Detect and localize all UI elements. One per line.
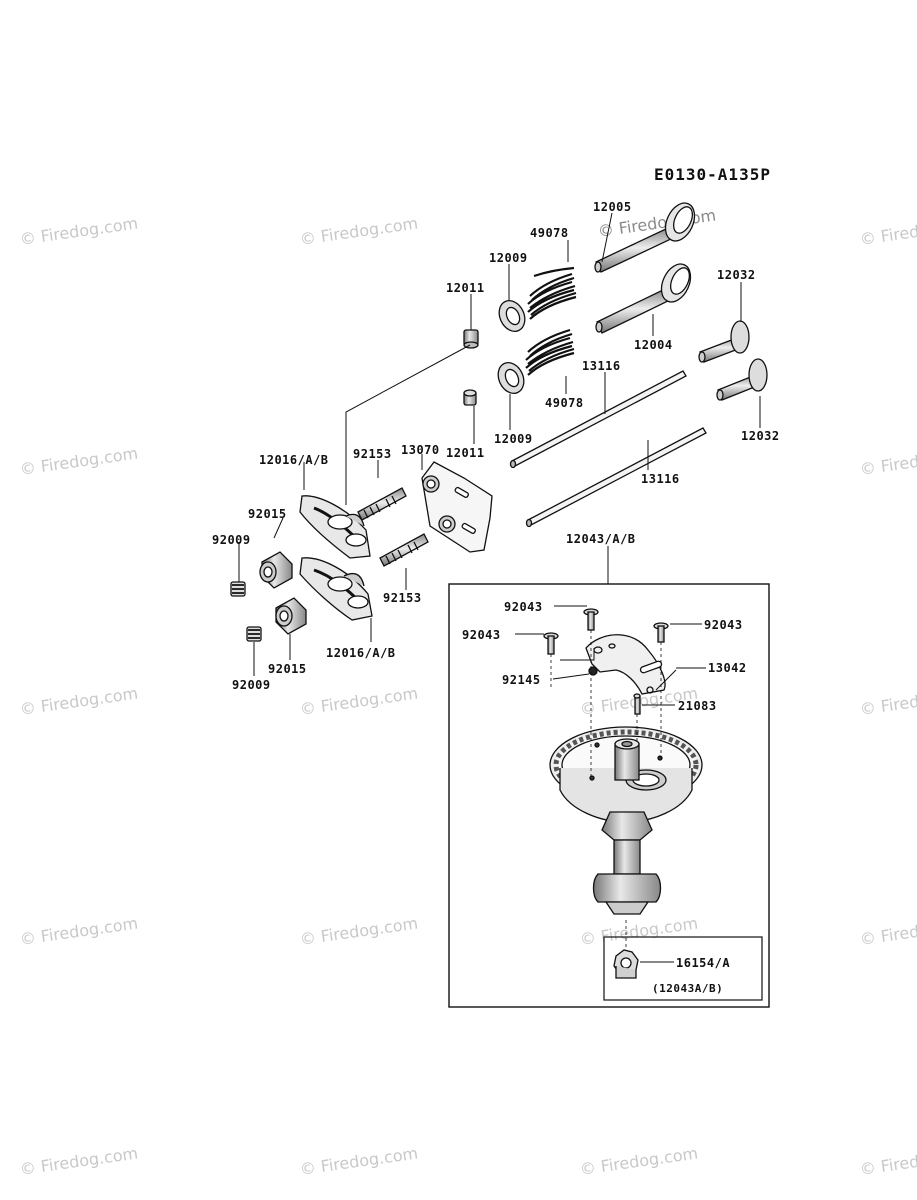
applicability-note: (12043A/B)	[652, 982, 724, 995]
part-label-92043: 92043	[704, 618, 743, 632]
exhaust-valve-12004	[595, 263, 692, 334]
part-label-13116: 13116	[641, 472, 680, 486]
part-label-21083: 21083	[678, 699, 717, 713]
part-label-92145: 92145	[502, 673, 541, 687]
governor-shaft	[592, 811, 662, 915]
set-screw-upper	[230, 581, 246, 597]
part-label-92153: 92153	[353, 447, 392, 461]
part-label-12016: 12016/A/B	[259, 453, 329, 467]
part-label-12011: 12011	[446, 281, 485, 295]
pin-21083	[633, 693, 641, 715]
governor-gear	[549, 726, 703, 823]
spring-retainer-upper	[498, 299, 526, 333]
part-label-49078: 49078	[530, 226, 569, 240]
valve-spring-lower	[525, 328, 575, 376]
bolt-92043-top	[583, 608, 599, 631]
gear-16154	[613, 949, 674, 979]
part-label-13042: 13042	[708, 661, 747, 675]
part-label-12009: 12009	[489, 251, 528, 265]
part-label-12032: 12032	[741, 429, 780, 443]
push-rod-upper	[509, 370, 687, 469]
part-label-12032: 12032	[717, 268, 756, 282]
part-label-16154: 16154/A	[676, 956, 731, 970]
valve-cap-lower	[463, 389, 477, 406]
stud-92153-upper	[357, 487, 407, 521]
alignment-guides	[550, 630, 662, 960]
rocker-arm-upper	[299, 495, 371, 559]
set-screw-lower	[246, 626, 262, 642]
part-label-92153: 92153	[383, 591, 422, 605]
part-label-12005: 12005	[593, 200, 632, 214]
part-label-12009: 12009	[494, 432, 533, 446]
part-label-12043: 12043/A/B	[566, 532, 636, 546]
clip-92145	[588, 666, 598, 676]
governor-plate-13042	[585, 634, 666, 695]
part-label-13070: 13070	[401, 443, 440, 457]
bolt-92043-left	[543, 632, 559, 655]
part-label-12011: 12011	[446, 446, 485, 460]
rocker-arm-lower	[299, 557, 373, 621]
governor-assembly-frame	[448, 546, 770, 1008]
bolt-92043-right	[653, 622, 669, 643]
tappet-lower	[716, 358, 768, 401]
tappet-upper	[698, 320, 750, 363]
part-label-92043: 92043	[504, 600, 543, 614]
leader-lines	[238, 212, 761, 676]
push-rod-lower	[525, 427, 707, 528]
spring-retainer-lower	[497, 361, 525, 395]
part-label-92009: 92009	[232, 678, 271, 692]
part-label-13116: 13116	[582, 359, 621, 373]
part-label-92015: 92015	[248, 507, 287, 521]
pivot-92015-upper	[259, 551, 293, 589]
guide-plate-13070	[421, 461, 493, 553]
part-label-92015: 92015	[268, 662, 307, 676]
diagram-code: E0130-A135P	[654, 165, 771, 184]
pivot-92015-lower	[275, 597, 307, 635]
part-label-12004: 12004	[634, 338, 673, 352]
intake-valve-12005	[594, 202, 696, 273]
part-label-92009: 92009	[212, 533, 251, 547]
stud-92153-lower	[379, 533, 429, 567]
valve-cap-upper	[463, 329, 479, 349]
part-label-49078: 49078	[545, 396, 584, 410]
part-label-92043: 92043	[462, 628, 501, 642]
valve-spring-upper	[527, 266, 577, 320]
part-label-12016: 12016/A/B	[326, 646, 396, 660]
governor-leader-lines	[515, 605, 706, 706]
